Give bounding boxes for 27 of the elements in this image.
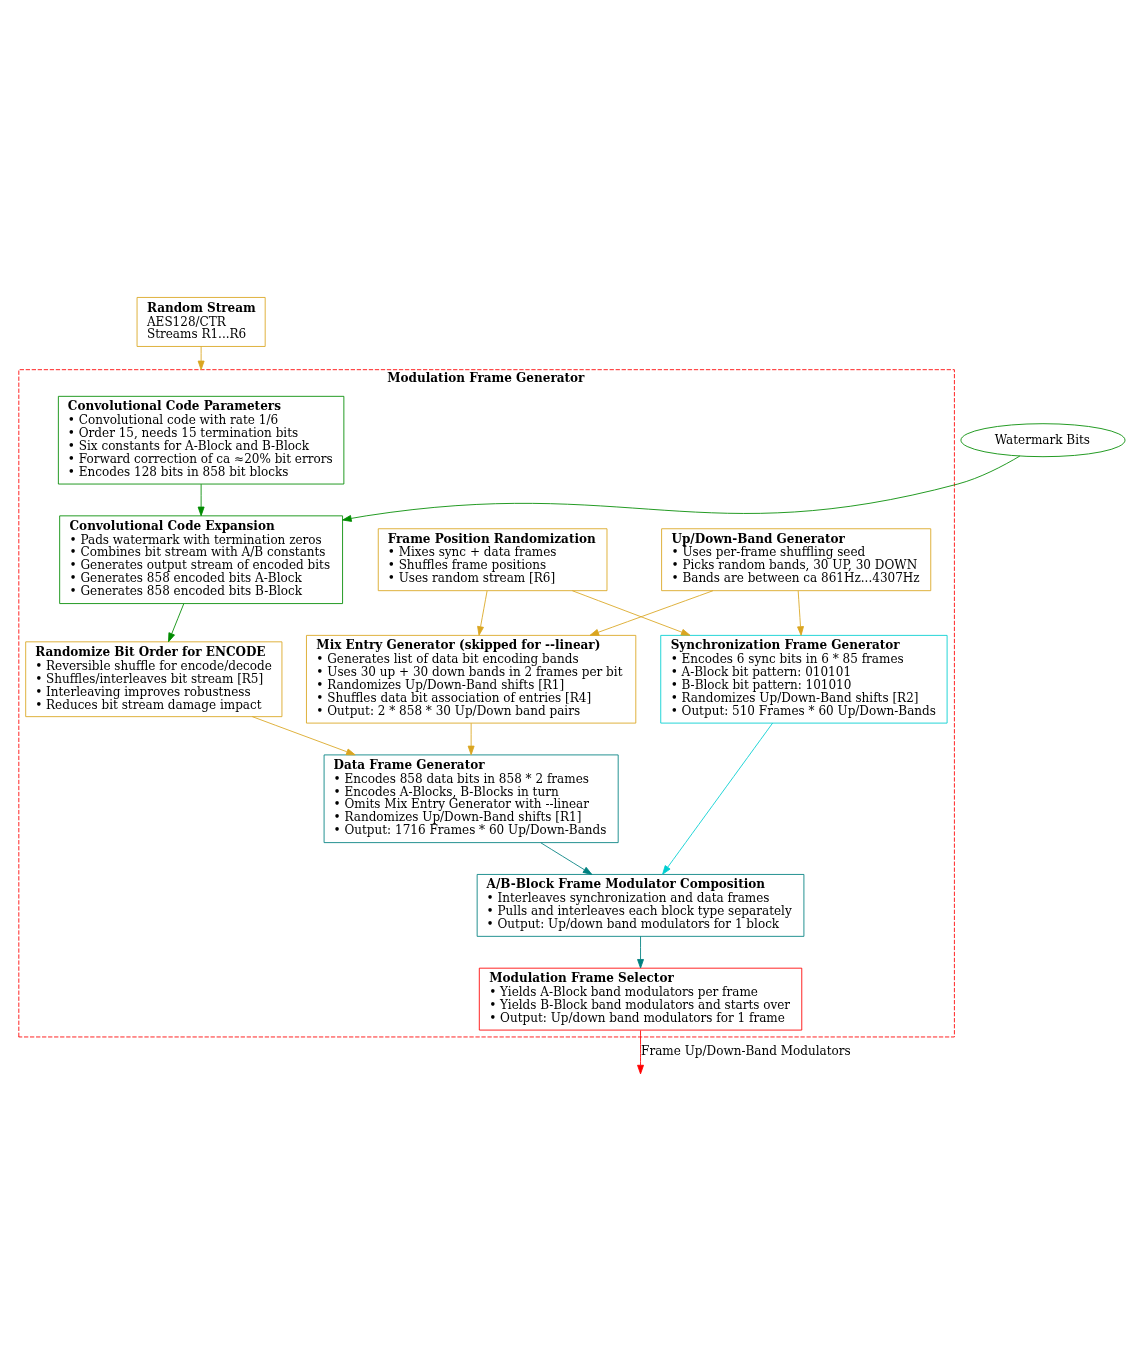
- arrow: [197, 346, 205, 371]
- node-box: Mix Entry Generator (skipped for --linear) • Generates list of data bit encoding bands • Uses 30 up + 30 down bands in 2 frames per bit • Randomizes Up/Down-Band shifts [R1] • Shuffles data bit association of entries [R4] • Output: 2 * 858 * 30 Up/Down band pairs: [306, 634, 637, 724]
- node-box: Data Frame Generator • Encodes 858 data bits in 858 * 2 frames • Encodes A-Blocks, B-Blocks in turn • Omits Mix Entry Generator with --linear • Randomizes Up/Down-Band shifts [R1] • Output: 1716 Frames * 60 Up/Down-Bands: [323, 754, 619, 844]
- arrow: [797, 590, 804, 636]
- arrow: [540, 842, 593, 875]
- arrow: [251, 716, 356, 756]
- arrow: [467, 722, 475, 756]
- node-box: Randomize Bit Order for ENCODE • Reversible shuffle for encode/decode • Shuffles/interleaves bit stream [R5] • Interleaving improves robustness • Reduces bit stream damage impact: [25, 641, 283, 718]
- node-box: Synchronization Frame Generator • Encodes 6 sync bits in 6 * 85 frames • A-Block bit pattern: 010101 • B-Block bit pattern: 101010 • Randomizes Up/Down-Band shifts [R2] • Output: 510 Frames * 60 Up/Down-Bands: [660, 634, 948, 724]
- node-box: Convolutional Code Expansion • Pads watermark with termination zeros • Combines bit stream with A/B constants • Generates output stream of encoded bits • Generates 858 encoded bits A-Block • Generates 858 encoded bits B-Block: [59, 515, 343, 604]
- edge-label: Frame Up/Down-Band Modulators: [641, 1044, 851, 1059]
- node-box: Up/Down-Band Generator • Uses per-frame shuffling seed • Picks random bands, 30 UP, 30 DOWN • Bands are between ca 861Hz...4307Hz: [661, 528, 932, 592]
- arrow: [637, 935, 644, 969]
- arrow: [168, 603, 185, 643]
- arrow: [589, 590, 714, 636]
- node-ellipse: Watermark Bits: [960, 423, 1126, 458]
- node-box: Convolutional Code Parameters • Convolutional code with rate 1/6 • Order 15, needs 15 termination bits • Six constants for A-Block and B-Block • Forward correction of ca ≈20% bit errors • Encodes 128 bits in 858 bit blocks: [57, 395, 345, 485]
- arrow: [662, 722, 774, 875]
- node-box: Modulation Frame Selector • Yields A-Block band modulators per frame • Yields B-Block band modulators and starts over • Output: Up/down band modulators for 1 frame: [478, 967, 803, 1031]
- arrow: [571, 590, 691, 636]
- arrow: [477, 590, 488, 636]
- arrow: [637, 1030, 644, 1075]
- arrow: [197, 483, 205, 517]
- node-box: Frame Position Randomization • Mixes sync + data frames • Shuffles frame positions • Uses random stream [R6]: [377, 528, 608, 592]
- node-box: Random Stream AES128/CTR Streams R1...R6: [136, 297, 266, 347]
- arrow: [342, 455, 1021, 522]
- node-box: A/B-Block Frame Modulator Composition • Interleaves synchronization and data frames • Pulls and interleaves each block type separately • Output: Up/down band modulators for 1 block: [476, 874, 805, 937]
